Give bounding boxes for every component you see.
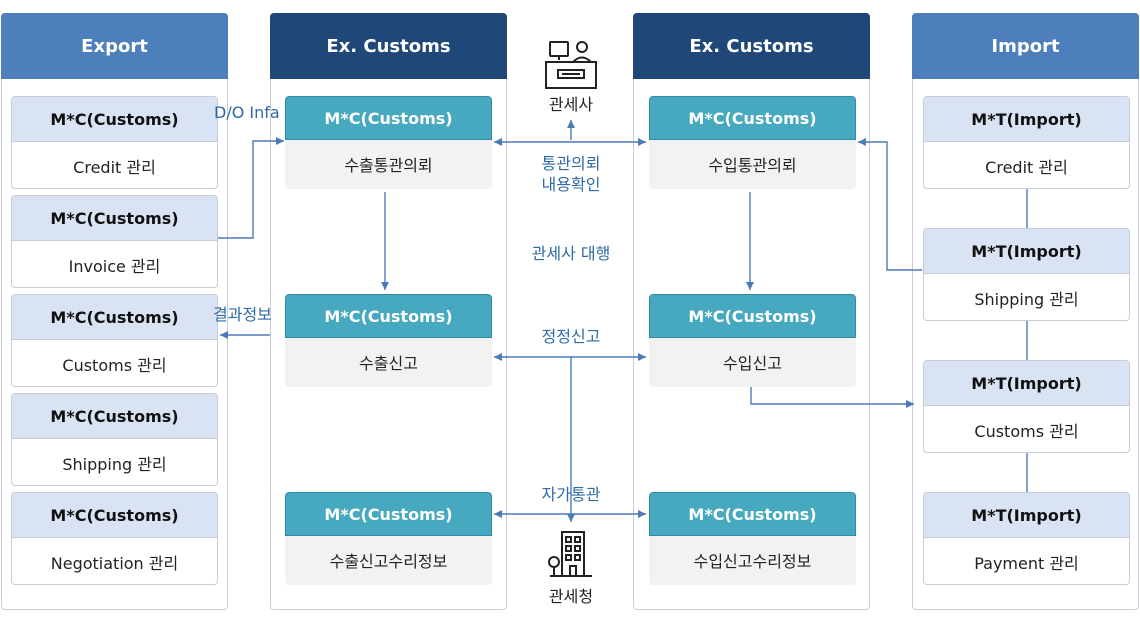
tcard-label: 수입신고 bbox=[723, 354, 782, 373]
import-acceptance-info-card: M*C(Customs) 수입신고수리정보 bbox=[649, 492, 856, 585]
import-card-credit: M*T(Import) Credit 관리 bbox=[923, 96, 1130, 189]
invoice-to-request-line bbox=[218, 137, 284, 239]
export-card-label: Customs 관리 bbox=[62, 356, 167, 375]
ex-customs-left-header: Ex. Customs bbox=[270, 13, 507, 79]
export-card-shipping: M*C(Customs) Shipping 관리 bbox=[11, 393, 218, 486]
request-check-label-2: 내용확인 bbox=[541, 175, 601, 194]
customs-office-building-icon bbox=[548, 531, 592, 577]
tcard-title: M*C(Customs) bbox=[649, 492, 856, 536]
export-card-label: Invoice 관리 bbox=[68, 257, 161, 276]
self-clearance-label: 자가통관 bbox=[541, 485, 601, 504]
broker-label: 관세사 bbox=[548, 95, 594, 114]
tcard-title: M*C(Customs) bbox=[649, 96, 856, 140]
export-card-title: M*C(Customs) bbox=[12, 97, 217, 142]
do-info-label: D/O Infa bbox=[214, 103, 280, 122]
tcard-label: 수출신고 bbox=[359, 354, 418, 373]
import-declaration-card: M*C(Customs) 수입신고 bbox=[649, 294, 856, 387]
tcard-label: 수출신고수리정보 bbox=[329, 552, 448, 571]
import-card-shipping: M*T(Import) Shipping 관리 bbox=[923, 228, 1130, 321]
export-clearance-request-card: M*C(Customs) 수출통관의뢰 bbox=[285, 96, 492, 189]
tcard-title: M*C(Customs) bbox=[285, 294, 492, 338]
export-card-label: Credit 관리 bbox=[73, 158, 156, 177]
import-card-title: M*T(Import) bbox=[924, 97, 1129, 142]
tcard-label: 수입통관의뢰 bbox=[708, 156, 797, 175]
import-card-payment: M*T(Import) Payment 관리 bbox=[923, 492, 1130, 585]
request-check-label-1: 통관의뢰 bbox=[541, 154, 601, 173]
declaration-to-customs-line bbox=[750, 387, 914, 408]
import-card-title: M*T(Import) bbox=[924, 361, 1129, 406]
export-card-invoice: M*C(Customs) Invoice 관리 bbox=[11, 195, 218, 288]
export-header: Export bbox=[1, 13, 228, 79]
export-card-title: M*C(Customs) bbox=[12, 295, 217, 340]
export-acceptance-info-card: M*C(Customs) 수출신고수리정보 bbox=[285, 492, 492, 585]
result-info-label: 결과정보 bbox=[213, 305, 272, 324]
shipping-to-request-line bbox=[858, 138, 922, 271]
export-card-title: M*C(Customs) bbox=[12, 394, 217, 439]
tcard-label: 수입신고수리정보 bbox=[693, 552, 812, 571]
import-card-customs: M*T(Import) Customs 관리 bbox=[923, 360, 1130, 453]
import-card-title: M*T(Import) bbox=[924, 229, 1129, 274]
export-card-title: M*C(Customs) bbox=[12, 196, 217, 241]
customs-office-label: 관세청 bbox=[548, 587, 594, 606]
export-card-negotiation: M*C(Customs) Negotiation 관리 bbox=[11, 492, 218, 585]
import-card-label: Customs 관리 bbox=[974, 422, 1079, 441]
tcard-title: M*C(Customs) bbox=[285, 492, 492, 536]
import-card-label: Credit 관리 bbox=[985, 158, 1068, 177]
export-card-title: M*C(Customs) bbox=[12, 493, 217, 538]
import-card-title: M*T(Import) bbox=[924, 493, 1129, 538]
broker-proxy-label: 관세사 대행 bbox=[531, 244, 611, 263]
export-declaration-card: M*C(Customs) 수출신고 bbox=[285, 294, 492, 387]
import-card-label: Shipping 관리 bbox=[974, 290, 1079, 309]
ex-customs-right-header: Ex. Customs bbox=[633, 13, 870, 79]
export-card-label: Negotiation 관리 bbox=[50, 554, 179, 573]
correction-label: 정정신고 bbox=[541, 327, 601, 346]
export-card-credit: M*C(Customs) Credit 관리 bbox=[11, 96, 218, 189]
export-card-label: Shipping 관리 bbox=[62, 455, 167, 474]
tcard-title: M*C(Customs) bbox=[285, 96, 492, 140]
export-card-customs: M*C(Customs) Customs 관리 bbox=[11, 294, 218, 387]
import-header: Import bbox=[912, 13, 1139, 79]
customs-broker-desk-icon bbox=[545, 41, 597, 89]
tcard-label: 수출통관의뢰 bbox=[344, 156, 433, 175]
tcard-title: M*C(Customs) bbox=[649, 294, 856, 338]
import-clearance-request-card: M*C(Customs) 수입통관의뢰 bbox=[649, 96, 856, 189]
import-card-label: Payment 관리 bbox=[974, 554, 1079, 573]
